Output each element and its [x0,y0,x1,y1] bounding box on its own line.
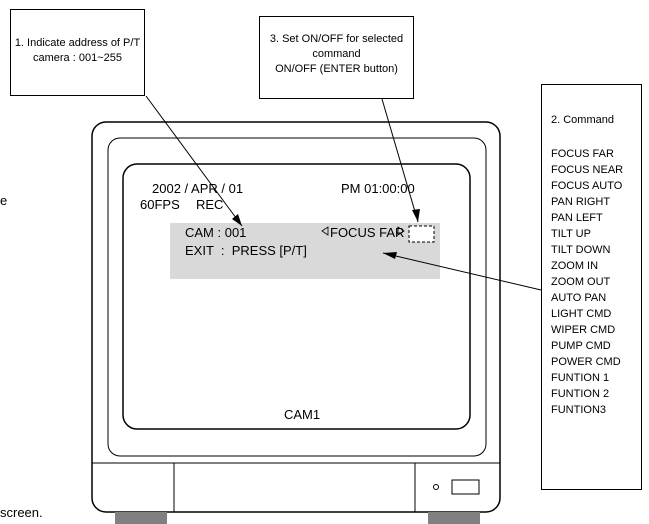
right-arrow-icon [397,226,405,236]
command-item: PAN RIGHT [551,196,611,208]
command-title: 2. Command [551,114,614,126]
onoff-callout: 3. Set ON/OFF for selected command ON/OF… [259,16,414,99]
cam-address-text: CAM : 001 [185,225,247,240]
command-item: FUNTION 1 [551,372,610,384]
right-foot [428,512,480,524]
address-callout: 1. Indicate address of P/T camera : 001~… [10,9,145,96]
command-item: FOCUS FAR [551,148,614,160]
exit-text: EXIT : PRESS [P/T] [185,243,307,258]
command-item: FOCUS AUTO [551,180,623,192]
command-item: ZOOM IN [551,260,599,272]
command-item: POWER CMD [551,356,621,368]
address-callout-line1: 1. Indicate address of P/T [14,37,141,49]
onoff-callout-line1: 3. Set ON/OFF for selected [269,33,404,45]
command-item: ZOOM OUT [551,276,611,288]
command-value-text: FOCUS FAR [330,225,405,240]
command-list: FOCUS FAR FOCUS NEAR FOCUS AUTO PAN RIGHT PA… [551,146,641,418]
date-text: 2002 / APR / 01 [152,181,244,196]
command-item: AUTO PAN [551,292,607,304]
command-callout: 2. Command FOCUS FAR FOCUS NEAR FOCUS AUTO… [541,84,642,490]
command-item: WIPER CMD [551,324,616,336]
left-arrow-icon [321,226,329,236]
onoff-callout-line3: ON/OFF (ENTER button) [275,63,398,75]
camera-label: CAM1 [284,407,321,422]
address-callout-line2: camera : 001~255 [33,52,122,64]
command-item: TILT UP [551,228,591,240]
command-item: PAN LEFT [551,212,603,224]
command-item: FUNTION 2 [551,388,610,400]
command-item: TILT DOWN [551,244,611,256]
rec-text: REC [196,197,224,212]
command-item: PUMP CMD [551,340,611,352]
time-text: PM 01:00:00 [341,181,415,196]
command-item: LIGHT CMD [551,308,612,320]
edge-letter-fragment: e [0,193,8,208]
left-foot [115,512,167,524]
osd-box [170,223,440,279]
command-item: FOCUS NEAR [551,164,624,176]
bottom-text-fragment: screen. [0,505,43,520]
command-item: FUNTION3 [551,404,606,416]
fps-text: 60FPS [140,197,180,212]
power-button [451,479,480,495]
onoff-dashed-box [408,225,435,243]
power-led [433,484,439,490]
onoff-callout-line2: command [312,48,361,60]
